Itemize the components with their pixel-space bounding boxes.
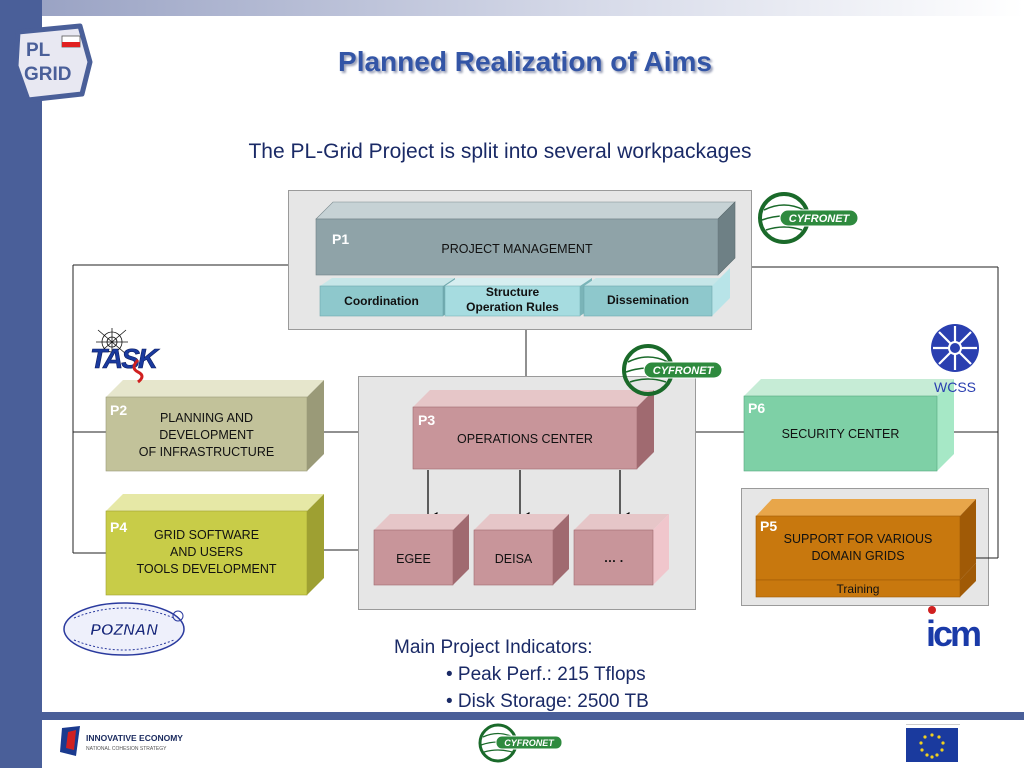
p3-arrows [426,470,630,524]
p3-sub-deisa: DEISA [494,552,533,566]
p1-sub-dissemination: Dissemination [606,293,690,307]
p3-sub-boxes [373,514,669,586]
wcss-logo-text: WCSS [934,379,976,395]
p4-box [105,494,324,596]
cyfronet-logo-center: CYFRONET [622,344,723,396]
wcss-logo: WCSS [931,324,979,395]
p1-sub-boxes [319,268,730,317]
p3-label: P3 [418,412,436,428]
task-logo-text: TASK [90,343,160,374]
innovative-economy-logo: INNOVATIVE ECONOMY NATIONAL COHESION STR… [60,726,183,756]
p1-box [315,201,736,276]
innovative-economy-subtitle: NATIONAL COHESION STRATEGY [86,746,167,752]
plgrid-logo-line2: GRID [24,64,72,85]
icm-logo-text: icm [926,613,980,652]
cyfronet-logo-center-text: CYFRONET [653,365,715,377]
left-frame-bar [0,0,42,768]
p3-name: OPERATIONS CENTER [457,432,593,446]
icm-logo: icm [926,606,983,652]
innovative-economy-title: INNOVATIVE ECONOMY [86,733,183,743]
p3-sub-ellipsis: … . [603,551,624,565]
p4-name: GRID SOFTWARE AND USERS TOOLS DEVELOPMEN… [136,528,277,576]
p3-box [412,390,654,470]
p6-label: P6 [748,400,766,416]
p1-sub-coordination: Coordination [344,294,419,308]
p5-sub-training: Training [836,582,880,596]
poznan-logo: POZNAN [63,602,185,656]
bottom-frame-bar [0,712,1024,720]
p3-sub-egee: EGEE [396,552,431,566]
p4-label: P4 [110,519,128,535]
p2-box [105,380,324,472]
cyfronet-logo-top: CYFRONET [758,192,859,244]
poznan-logo-text: POZNAN [90,622,158,639]
p2-label: P2 [110,402,128,418]
task-logo: TASK [90,328,162,384]
top-gradient-bar [42,0,1024,16]
cyfronet-logo-footer-text: CYFRONET [504,738,555,748]
plgrid-logo-line1: PL [26,40,51,61]
slide-subtitle: The PL-Grid Project is split into severa… [248,140,752,163]
p5-label: P5 [760,518,778,534]
slide-title: Planned Realization of Aims [338,46,712,77]
p1-label: P1 [332,231,350,247]
project-indicators: Main Project Indicators: • Peak Perf.: 2… [394,634,649,715]
eu-flag-logo [906,724,960,762]
p6-box [743,379,954,472]
connector-lines [72,264,999,559]
p5-box [755,499,976,598]
indicator-peak-perf: • Peak Perf.: 215 Tflops [446,664,646,685]
plgrid-logo: PL GRID [13,23,93,102]
p6-name: SECURITY CENTER [781,427,900,441]
p2-name: PLANNING AND DEVELOPMENT OF INFRASTRUCTU… [138,411,275,459]
p5-name: SUPPORT FOR VARIOUS DOMAIN GRIDS [783,532,933,563]
indicator-disk-storage: • Disk Storage: 2500 TB [446,691,649,712]
p1-name: PROJECT MANAGEMENT [441,242,593,256]
cyfronet-logo-top-text: CYFRONET [789,213,851,225]
p1-sub-structure: Structure Operation Rules [466,285,559,314]
indicators-heading: Main Project Indicators: [394,637,593,658]
cyfronet-logo-footer: CYFRONET [478,723,563,763]
